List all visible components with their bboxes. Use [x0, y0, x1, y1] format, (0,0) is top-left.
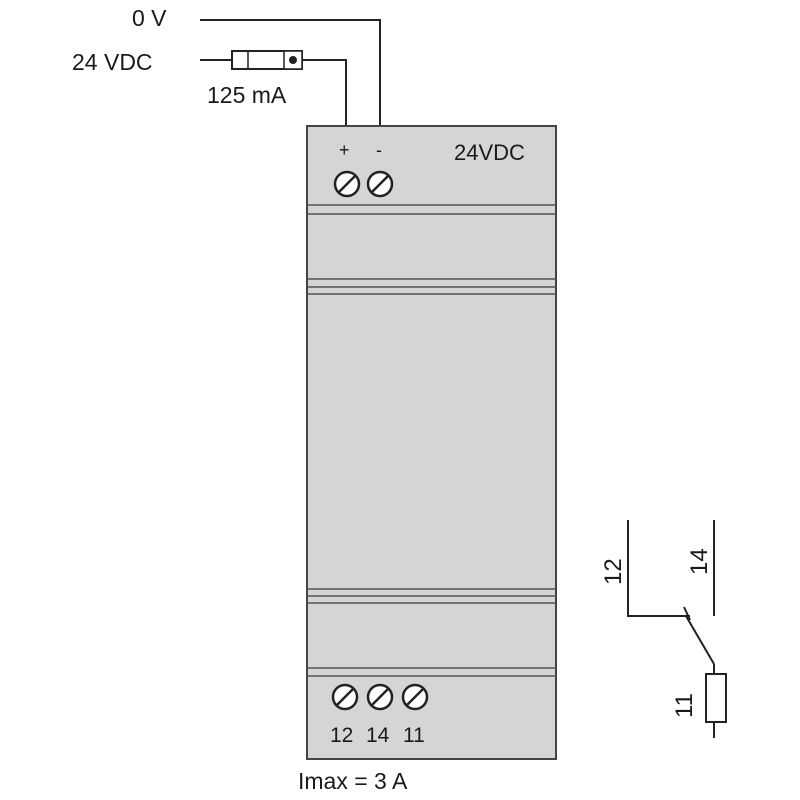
- imax-label: Imax = 3 A: [298, 768, 408, 794]
- terminal-11-screw-icon: [401, 683, 429, 711]
- terminal-12-screw-icon: [331, 683, 359, 711]
- supply-minus-screw-icon: [366, 170, 394, 198]
- schematic-label-11: 11: [671, 693, 698, 718]
- terminal-label-12: 12: [330, 724, 353, 747]
- module-rating-label: 24VDC: [454, 140, 525, 165]
- plus-label: +: [339, 140, 350, 160]
- fuse-icon: [231, 50, 303, 70]
- vdc-label: 24 VDC: [72, 49, 153, 75]
- terminal-label-14: 14: [366, 724, 390, 747]
- changeover-contact-symbol: [627, 520, 727, 738]
- fuse-label: 125 mA: [207, 82, 287, 108]
- schematic-label-14: 14: [686, 548, 713, 575]
- zero-v-label: 0 V: [132, 5, 167, 31]
- supply-plus-screw-icon: [333, 170, 361, 198]
- contact-coil-box: [705, 673, 727, 723]
- minus-label: -: [376, 140, 382, 160]
- terminal-14-screw-icon: [366, 683, 394, 711]
- schematic-label-12: 12: [600, 558, 627, 585]
- relay-module: [306, 125, 557, 760]
- terminal-label-11: 11: [403, 724, 425, 747]
- zero-v-wire: [200, 19, 381, 126]
